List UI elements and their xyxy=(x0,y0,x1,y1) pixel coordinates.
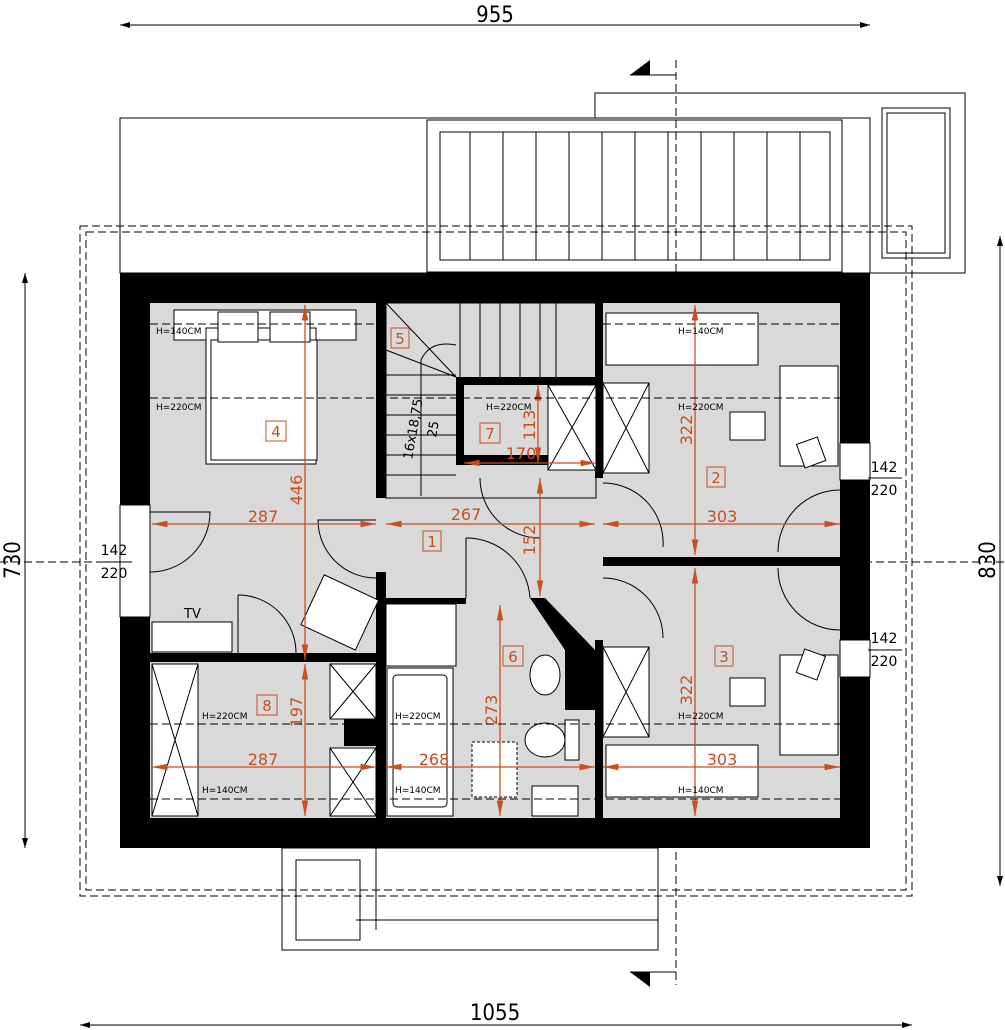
dim-top: 955 xyxy=(476,3,514,28)
room-numbers: 1 2 3 4 5 6 7 8 xyxy=(256,327,734,716)
height-label: H=220CM xyxy=(486,403,532,413)
window-labels: 142 220 142 220 142 220 xyxy=(98,460,902,670)
room7-width: 170 xyxy=(506,444,537,463)
height-label: H=140CM xyxy=(395,786,441,796)
height-label: H=220CM xyxy=(678,403,724,413)
room2-length: 322 xyxy=(677,415,696,446)
room-number-7: 7 xyxy=(485,425,495,443)
furniture xyxy=(151,309,839,817)
height-label: H=220CM xyxy=(156,403,202,413)
height-label: H=140CM xyxy=(678,327,724,337)
room4-width: 287 xyxy=(248,507,279,526)
room3-width: 303 xyxy=(707,750,738,769)
height-label: H=220CM xyxy=(395,712,441,722)
room8-width: 287 xyxy=(248,750,279,769)
room-dimensions: 287 446 267 152 303 322 303 322 287 197 … xyxy=(152,305,840,816)
window-height: 220 xyxy=(871,654,898,670)
room6-width: 268 xyxy=(419,750,450,769)
window-height: 220 xyxy=(871,483,898,499)
dim-left: 730 xyxy=(1,541,26,579)
room2-width: 303 xyxy=(707,507,738,526)
room1-length: 152 xyxy=(520,525,539,556)
room7-length: 113 xyxy=(520,410,539,441)
terrace xyxy=(79,92,966,951)
room6-length: 273 xyxy=(482,695,501,726)
dim-right: 830 xyxy=(976,541,1001,579)
room-number-3: 3 xyxy=(719,648,729,666)
room-number-8: 8 xyxy=(262,697,272,715)
height-label: H=140CM xyxy=(202,786,248,796)
room-number-2: 2 xyxy=(711,469,721,487)
window-height: 220 xyxy=(101,566,128,582)
room-number-5: 5 xyxy=(395,330,405,348)
overall-dimensions: 955 1055 730 830 xyxy=(1,3,1003,1028)
height-label: H=140CM xyxy=(678,786,724,796)
window-width: 142 xyxy=(101,543,128,559)
window-width: 142 xyxy=(871,460,898,476)
height-label: H=140CM xyxy=(156,327,202,337)
dim-bottom: 1055 xyxy=(470,1001,520,1026)
railing-bars xyxy=(469,132,801,260)
tv-label: TV xyxy=(183,607,201,622)
room-number-6: 6 xyxy=(508,648,518,666)
height-label: H=220CM xyxy=(202,712,248,722)
height-label: H=220CM xyxy=(678,712,724,722)
room-number-1: 1 xyxy=(427,533,437,551)
height-lines: H=140CM H=220CM H=220CM H=140CM H=220CM … xyxy=(150,323,840,800)
room8-length: 197 xyxy=(287,697,306,728)
room-number-4: 4 xyxy=(271,423,281,441)
room4-length: 446 xyxy=(287,475,306,506)
window-width: 142 xyxy=(871,631,898,647)
room3-length: 322 xyxy=(677,675,696,706)
stair-tread: 25 xyxy=(425,420,443,439)
room1-width: 267 xyxy=(451,505,482,524)
